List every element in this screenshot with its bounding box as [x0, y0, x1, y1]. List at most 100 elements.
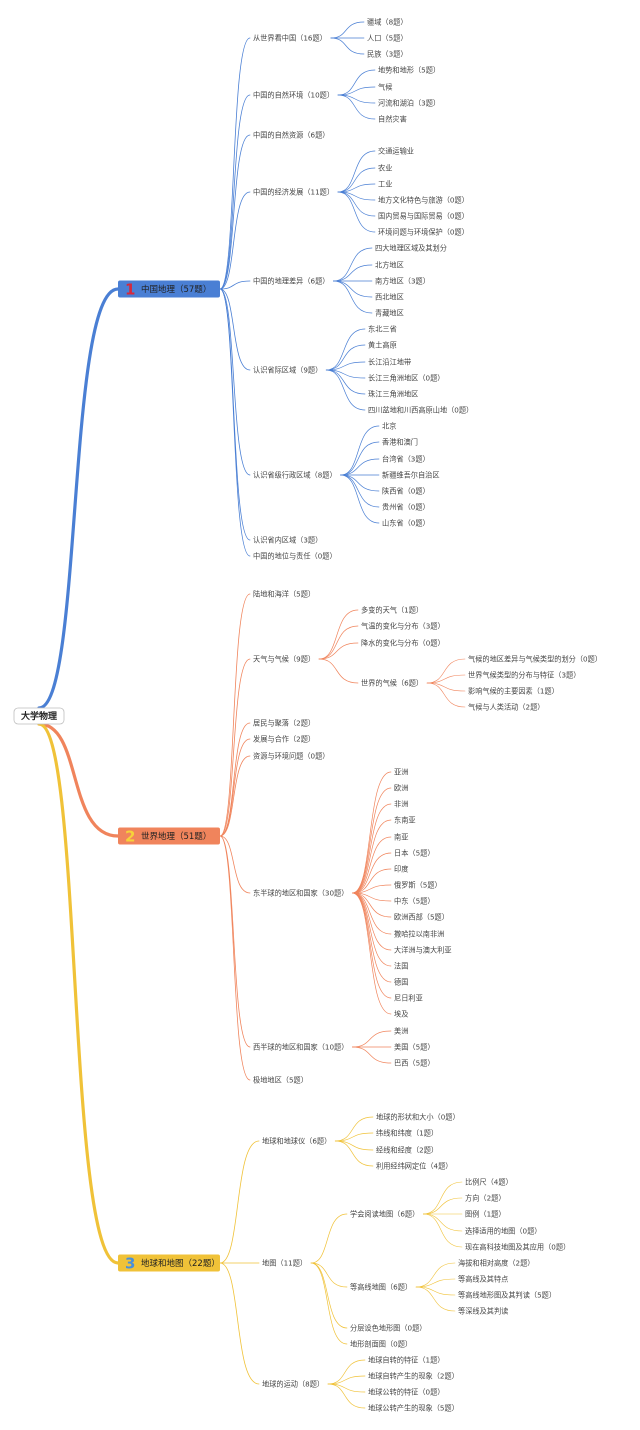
- subtopic-node[interactable]: 经线和经度（2题）: [376, 1146, 438, 1155]
- topic-node[interactable]: 天气与气候（9题）: [253, 655, 315, 664]
- subtopic-node[interactable]: 地球公转的特征（0题）: [368, 1388, 444, 1397]
- topic-node[interactable]: 资源与环境问题（0题）: [253, 752, 329, 761]
- subtopic-node[interactable]: 山东省（0题）: [382, 519, 430, 528]
- subtopic-node[interactable]: 欧洲西部（5题）: [394, 913, 449, 922]
- subtopic-node[interactable]: 黄土高原: [368, 341, 397, 350]
- subtopic-node[interactable]: 地球公转产生的现象（5题）: [368, 1404, 459, 1413]
- subtopic-node[interactable]: 非洲: [394, 800, 408, 809]
- subtopic-node[interactable]: 陕西省（0题）: [382, 487, 430, 496]
- topic-node[interactable]: 认识省内区域（3题）: [253, 536, 322, 545]
- topic-node[interactable]: 东半球的地区和国家（30题）: [253, 889, 348, 898]
- subtopic-node[interactable]: 印度: [394, 865, 408, 874]
- leaf-node[interactable]: 等高线及其特点: [458, 1275, 508, 1284]
- subtopic-node[interactable]: 人口（5题）: [367, 34, 408, 43]
- subtopic-node[interactable]: 俄罗斯（5题）: [394, 881, 442, 890]
- root-node[interactable]: [13, 707, 65, 725]
- subtopic-node[interactable]: 世界的气候（6题）: [361, 679, 423, 688]
- topic-node[interactable]: 中国的地位与责任（0题）: [253, 552, 337, 561]
- branch-node-2[interactable]: [118, 827, 220, 845]
- subtopic-node[interactable]: 巴西（5题）: [394, 1059, 435, 1068]
- subtopic-node[interactable]: 地球自转产生的现象（2题）: [368, 1372, 459, 1381]
- subtopic-node[interactable]: 环境问题与环境保护（0题）: [378, 228, 469, 237]
- subtopic-node[interactable]: 贵州省（0题）: [382, 503, 430, 512]
- leaf-node[interactable]: 等高线地形图及其判读（5题）: [458, 1291, 556, 1300]
- leaf-node[interactable]: 气候与人类活动（2题）: [468, 703, 544, 712]
- subtopic-node[interactable]: 降水的变化与分布（0题）: [361, 639, 445, 648]
- subtopic-node[interactable]: 法国: [394, 962, 408, 971]
- topic-node[interactable]: 极地地区（5题）: [253, 1076, 308, 1085]
- subtopic-node[interactable]: 新疆维吾尔自治区: [382, 471, 440, 480]
- leaf-node[interactable]: 等深线及其判读: [458, 1307, 508, 1316]
- subtopic-node[interactable]: 地形剖面图（0题）: [350, 1340, 412, 1349]
- subtopic-node[interactable]: 学会阅读地图（6题）: [350, 1210, 419, 1219]
- subtopic-node[interactable]: 大洋洲与澳大利亚: [394, 946, 452, 955]
- subtopic-node[interactable]: 四川盆地和川西高原山地（0题）: [368, 406, 473, 415]
- leaf-node[interactable]: 方向（2题）: [465, 1194, 506, 1203]
- topic-node[interactable]: 从世界看中国（16题）: [253, 34, 327, 43]
- topic-node[interactable]: 中国的自然环境（10题）: [253, 91, 334, 100]
- topic-node[interactable]: 中国的地理差异（6题）: [253, 277, 329, 286]
- subtopic-node[interactable]: 香港和澳门: [382, 438, 418, 447]
- subtopic-node[interactable]: 地球的形状和大小（0题）: [376, 1113, 460, 1122]
- subtopic-node[interactable]: 撒哈拉以南非洲: [394, 930, 444, 939]
- topic-node[interactable]: 居民与聚落（2题）: [253, 719, 315, 728]
- subtopic-node[interactable]: 等高线地图（6题）: [350, 1283, 412, 1292]
- subtopic-node[interactable]: 多变的天气（1题）: [361, 606, 423, 615]
- topic-node[interactable]: 陆地和海洋（5题）: [253, 590, 315, 599]
- subtopic-node[interactable]: 美国（5题）: [394, 1043, 435, 1052]
- subtopic-node[interactable]: 欧洲: [394, 784, 408, 793]
- subtopic-node[interactable]: 青藏地区: [375, 309, 404, 318]
- branch-node-1[interactable]: [118, 280, 220, 298]
- subtopic-node[interactable]: 地方文化特色与旅游（0题）: [378, 196, 469, 205]
- subtopic-node[interactable]: 地球自转的特征（1题）: [368, 1356, 444, 1365]
- leaf-node[interactable]: 影响气候的主要因素（1题）: [468, 687, 559, 696]
- subtopic-node[interactable]: 台湾省（3题）: [382, 455, 430, 464]
- subtopic-node[interactable]: 西北地区: [375, 293, 404, 302]
- leaf-node[interactable]: 选择适用的地图（0题）: [465, 1227, 541, 1236]
- leaf-node[interactable]: 现在高科技地图及其应用（0题）: [465, 1243, 570, 1252]
- subtopic-node[interactable]: 珠江三角洲地区: [368, 390, 418, 399]
- subtopic-node[interactable]: 日本（5题）: [394, 849, 435, 858]
- leaf-node[interactable]: 气候的地区差异与气候类型的划分（0题）: [468, 655, 602, 664]
- topic-node[interactable]: 发展与合作（2题）: [253, 735, 315, 744]
- subtopic-node[interactable]: 美洲: [394, 1027, 408, 1036]
- subtopic-node[interactable]: 东南亚: [394, 816, 416, 825]
- subtopic-node[interactable]: 尼日利亚: [394, 994, 423, 1003]
- leaf-node[interactable]: 世界气候类型的分布与特征（3题）: [468, 671, 580, 680]
- subtopic-node[interactable]: 交通运输业: [378, 147, 414, 156]
- subtopic-node[interactable]: 四大地理区域及其划分: [375, 244, 447, 253]
- topic-node[interactable]: 地球的运动（8题）: [262, 1380, 324, 1389]
- leaf-node[interactable]: 比例尺（4题）: [465, 1178, 513, 1187]
- topic-node[interactable]: 认识省际区域（9题）: [253, 366, 322, 375]
- leaf-node[interactable]: 海拔和相对高度（2题）: [458, 1259, 534, 1268]
- subtopic-node[interactable]: 德国: [394, 978, 408, 987]
- subtopic-node[interactable]: 纬线和纬度（1题）: [376, 1129, 438, 1138]
- subtopic-node[interactable]: 民族（3题）: [367, 50, 408, 59]
- subtopic-node[interactable]: 长江三角洲地区（0题）: [368, 374, 444, 383]
- leaf-node[interactable]: 图例（1题）: [465, 1210, 506, 1219]
- subtopic-node[interactable]: 河流和湖泊（3题）: [378, 99, 440, 108]
- subtopic-node[interactable]: 农业: [378, 164, 392, 173]
- topic-node[interactable]: 地球和地球仪（6题）: [262, 1137, 331, 1146]
- topic-node[interactable]: 中国的经济发展（11题）: [253, 188, 334, 197]
- subtopic-node[interactable]: 地势和地形（5题）: [378, 66, 440, 75]
- subtopic-node[interactable]: 中东（5题）: [394, 897, 435, 906]
- subtopic-node[interactable]: 北京: [382, 422, 396, 431]
- subtopic-node[interactable]: 工业: [378, 180, 392, 189]
- subtopic-node[interactable]: 长江沿江地带: [368, 358, 411, 367]
- topic-node[interactable]: 地图（11题）: [262, 1259, 307, 1268]
- subtopic-node[interactable]: 北方地区: [375, 261, 404, 270]
- subtopic-node[interactable]: 南亚: [394, 833, 408, 842]
- subtopic-node[interactable]: 东北三省: [368, 325, 397, 334]
- subtopic-node[interactable]: 分层设色地形图（0题）: [350, 1324, 426, 1333]
- subtopic-node[interactable]: 南方地区（3题）: [375, 277, 430, 286]
- topic-node[interactable]: 中国的自然资源（6题）: [253, 131, 329, 140]
- subtopic-node[interactable]: 疆域（8题）: [367, 18, 408, 27]
- subtopic-node[interactable]: 亚洲: [394, 768, 408, 777]
- subtopic-node[interactable]: 国内贸易与国际贸易（0题）: [378, 212, 469, 221]
- subtopic-node[interactable]: 气候: [378, 83, 392, 92]
- branch-node-3[interactable]: [118, 1254, 220, 1272]
- topic-node[interactable]: 认识省级行政区域（8题）: [253, 471, 337, 480]
- subtopic-node[interactable]: 利用经纬网定位（4题）: [376, 1162, 452, 1171]
- subtopic-node[interactable]: 气温的变化与分布（3题）: [361, 622, 445, 631]
